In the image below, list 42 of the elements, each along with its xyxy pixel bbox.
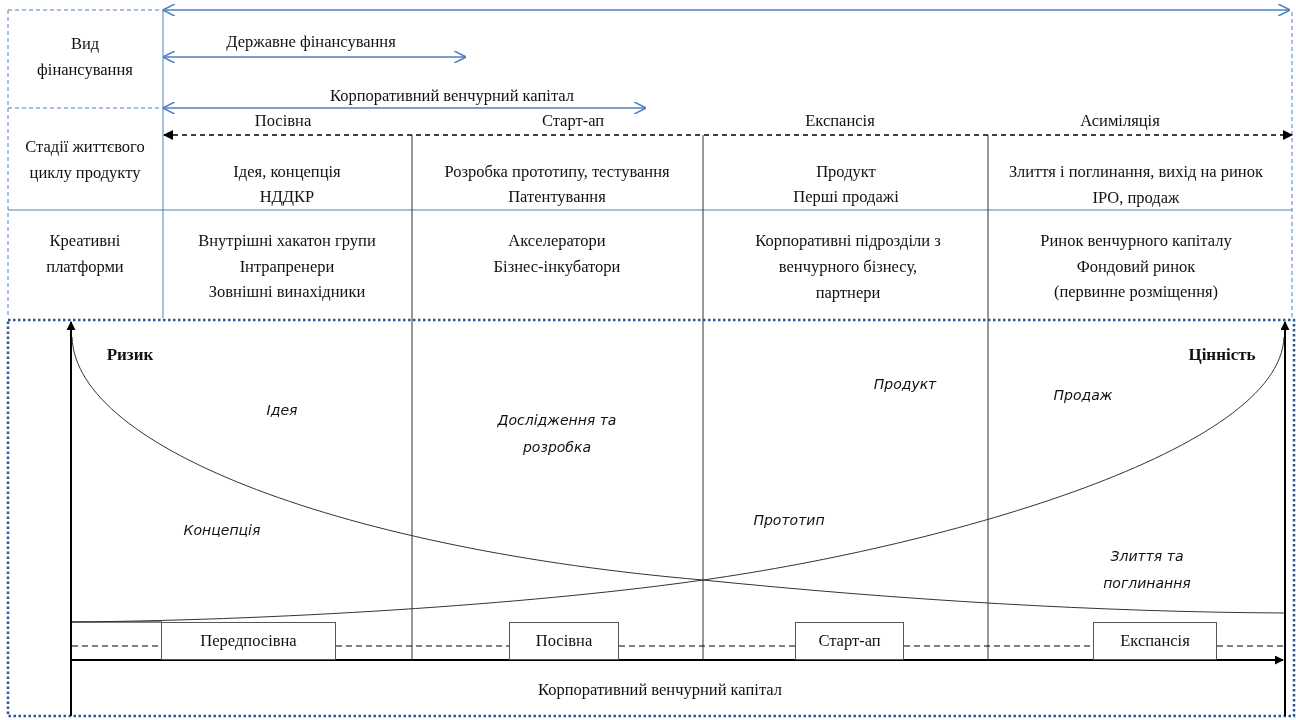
dashed-connector	[618, 645, 796, 647]
row-header: Вид фінансування	[36, 33, 134, 81]
stage-box: Передпосівна	[161, 622, 336, 660]
cell-text: НДДКР	[258, 186, 316, 208]
curve-label: Ідея	[265, 400, 299, 420]
cell-text: Внутрішні хакатон групи	[197, 230, 377, 252]
row-header: Стадії життєвого циклу продукту	[24, 136, 146, 184]
cell-text: Інтрапренери	[238, 256, 336, 278]
cell-text: Перші продажі	[792, 186, 900, 208]
curve-label: Дослідження та розробка	[496, 411, 618, 457]
stage-label: Експансія	[804, 110, 876, 132]
cell-text: Продукт	[815, 161, 877, 183]
stage-box: Старт-ап	[795, 622, 904, 660]
cell-text: Ідея, концепція	[232, 161, 342, 183]
cell-text: Патентування	[507, 186, 607, 208]
row-header: Креативні платформи	[45, 230, 125, 278]
cell-text: Фондовий ринок	[1075, 256, 1197, 278]
cell-text: Злиття і поглинання, вихід на ринок IPO, продаж	[1008, 161, 1264, 209]
curve-label: Продаж	[1052, 385, 1114, 405]
stage-label: Посівна	[253, 110, 313, 132]
curve-label: Злиття та поглинання	[1102, 547, 1192, 593]
dashed-connector	[1216, 645, 1285, 647]
axis-title: Корпоративний венчурний капітал	[537, 679, 783, 701]
span-label: Державне фінансування	[225, 31, 397, 53]
curve-label: Продукт	[872, 374, 938, 394]
curve-label: Прототип	[752, 510, 826, 530]
stage-label: Асиміляція	[1079, 110, 1161, 132]
stage-box: Експансія	[1093, 622, 1217, 660]
axis-title: Ризик	[105, 345, 155, 365]
axis-title: Цінність	[1187, 345, 1257, 365]
curve-label: Концепція	[182, 520, 262, 540]
cell-text: Бізнес-інкубатори	[492, 256, 622, 278]
cell-text: Ринок венчурного капіталу	[1039, 230, 1233, 252]
cell-text: Корпоративні підрозділи з венчурного бізнесу, партнери	[754, 230, 942, 304]
stage-label: Старт-ап	[540, 110, 606, 132]
dashed-connector	[335, 645, 510, 647]
cell-text: Акселератори	[507, 230, 607, 252]
cell-text: Зовнішні винахідники	[207, 281, 367, 303]
cell-text: (первинне розміщення)	[1052, 281, 1220, 303]
cell-text: Розробка прототипу, тестування	[443, 161, 671, 183]
span-label: Корпоративний венчурний капітал	[329, 85, 575, 107]
stage-box: Посівна	[509, 622, 619, 660]
